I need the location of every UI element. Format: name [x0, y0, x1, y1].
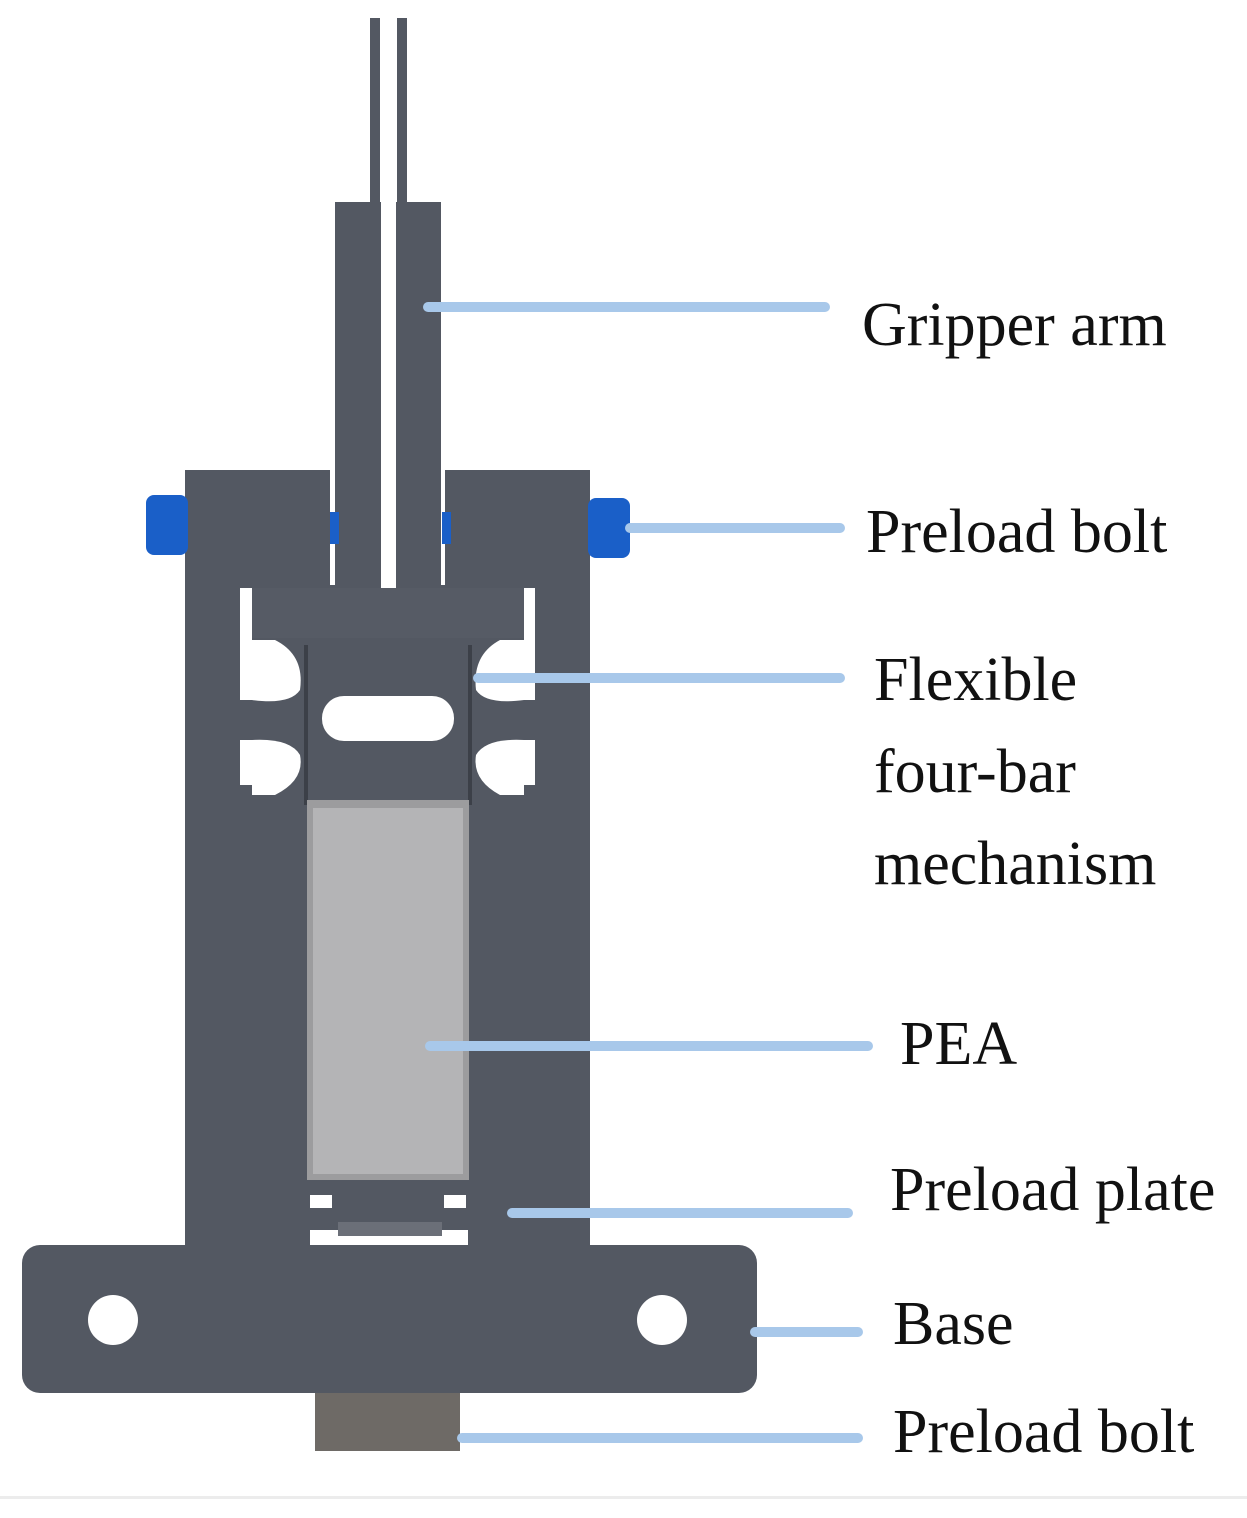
bottom-divider [0, 1496, 1247, 1499]
label-flexible-line2: four-bar [874, 738, 1076, 806]
label-gripper-arm: Gripper arm [862, 291, 1167, 359]
pea-actuator [307, 800, 469, 1180]
preload-plate-area [310, 1195, 468, 1245]
label-preload-plate: Preload plate [890, 1156, 1215, 1224]
label-pea: PEA [900, 1010, 1017, 1078]
arm-oval-slot [322, 696, 454, 741]
label-flexible-line3: mechanism [874, 830, 1156, 898]
label-preload-bolt-top: Preload bolt [866, 498, 1167, 566]
base-plate [22, 1245, 757, 1393]
label-base: Base [893, 1290, 1014, 1358]
bottom-preload-bolt [315, 1393, 460, 1451]
leader-lines [423, 302, 873, 1443]
gripper-fingers [370, 18, 407, 208]
gripper-arm-slot [381, 18, 396, 678]
label-flexible-line1: Flexible [874, 646, 1077, 714]
label-preload-bolt-bottom: Preload bolt [893, 1398, 1194, 1466]
flexure-block [240, 588, 536, 805]
top-preload-bolts [146, 495, 630, 558]
